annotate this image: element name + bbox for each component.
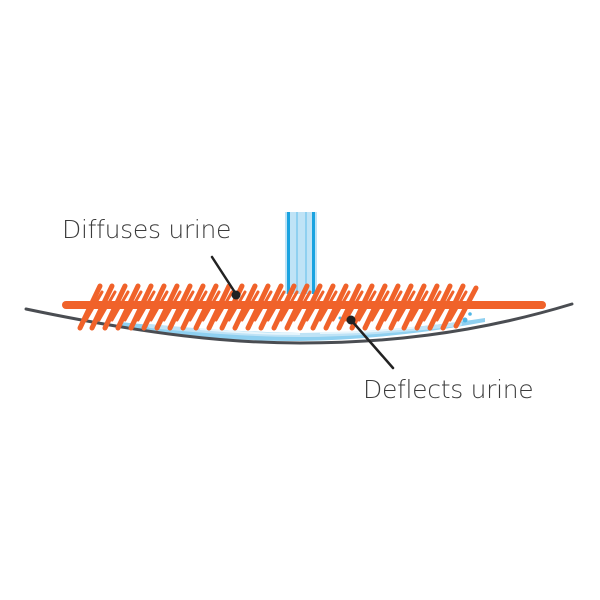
water-pool — [120, 312, 485, 341]
label-diffuses-urine: Diffuses urine — [62, 215, 232, 244]
urine-stream — [285, 212, 317, 294]
leader-line-deflects — [346, 315, 395, 370]
bristle-mat — [62, 283, 546, 331]
label-deflects-urine: Deflects urine — [363, 375, 534, 404]
leader-line-diffuses — [210, 255, 241, 300]
